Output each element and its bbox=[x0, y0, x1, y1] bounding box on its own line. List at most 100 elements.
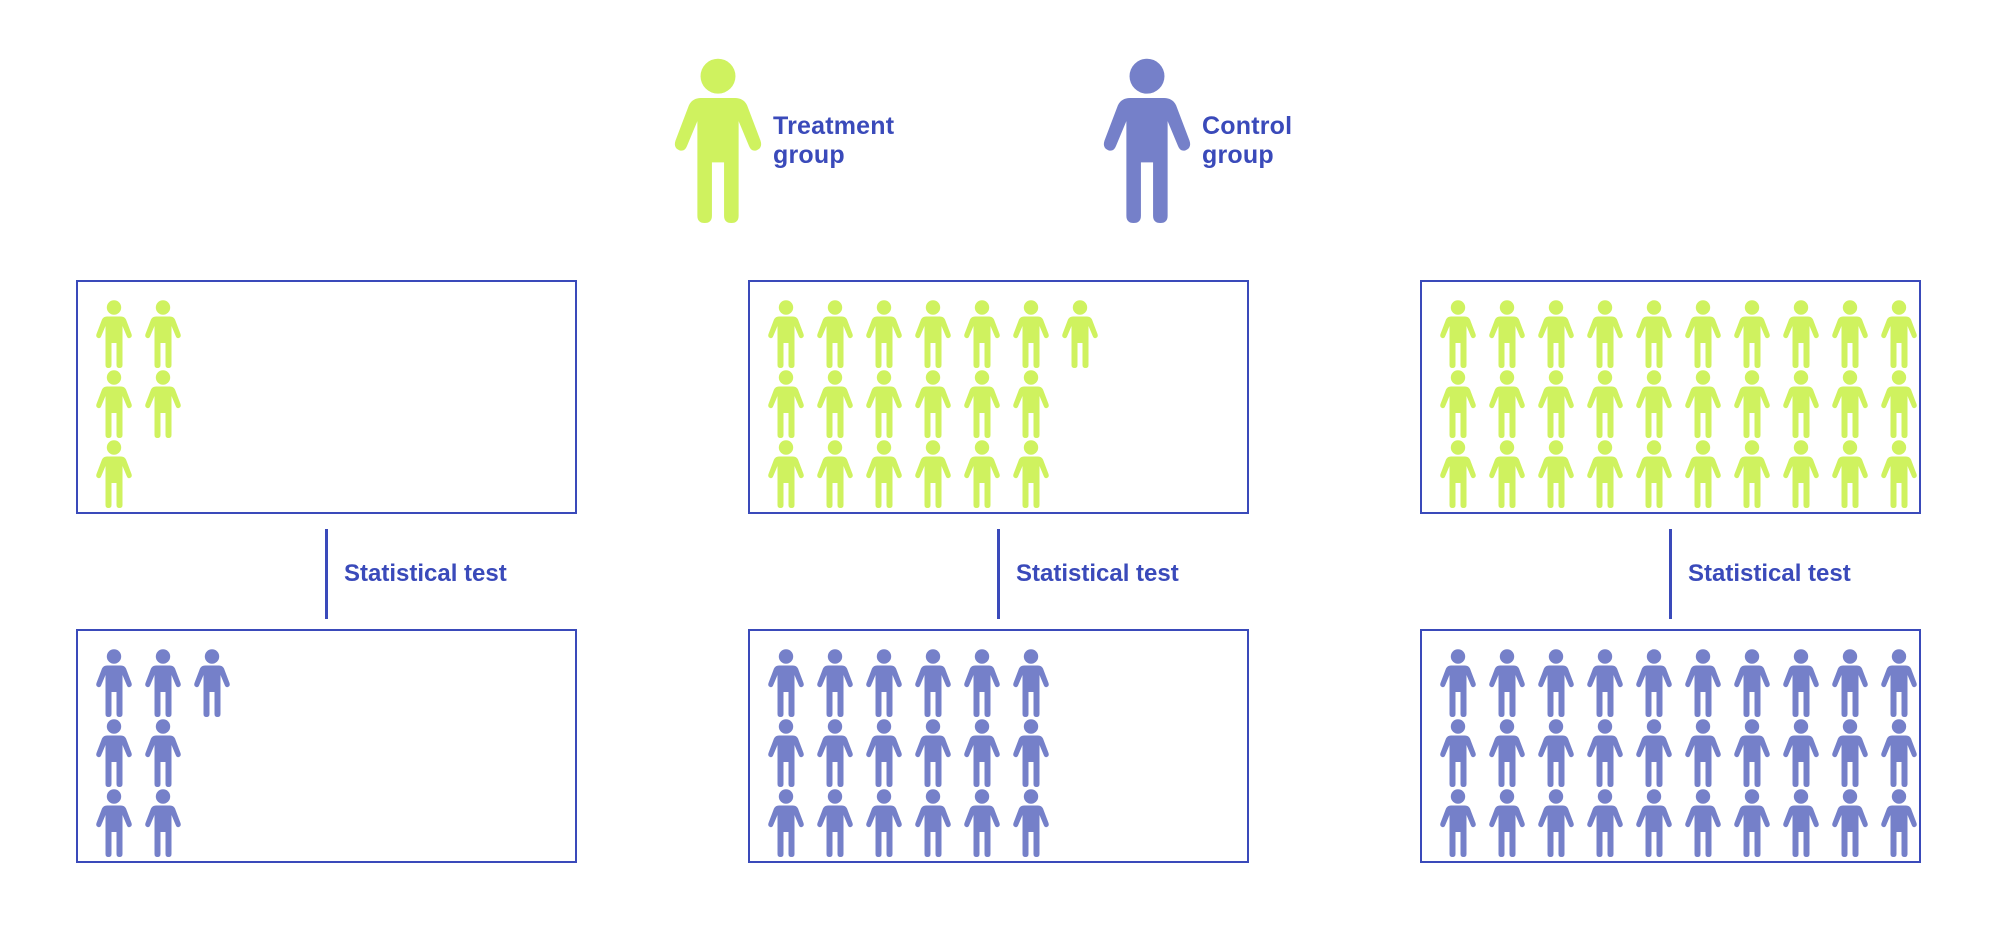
control-person-icon bbox=[1538, 649, 1574, 717]
legend-control-label: Control group bbox=[1202, 112, 1292, 170]
treatment-person-icon bbox=[1783, 300, 1819, 368]
control-person-icon bbox=[768, 789, 804, 857]
legend-control-line2: group bbox=[1202, 140, 1274, 169]
treatment-person-icon bbox=[1685, 300, 1721, 368]
control-person-icon bbox=[866, 649, 902, 717]
treatment-person-icon bbox=[915, 440, 951, 508]
control-person-icon bbox=[1538, 719, 1574, 787]
treatment-person-icon bbox=[1440, 370, 1476, 438]
control-person-icon bbox=[866, 789, 902, 857]
treatment-person-icon bbox=[1783, 440, 1819, 508]
control-person-icon bbox=[964, 719, 1000, 787]
treatment-person-icon bbox=[96, 300, 132, 368]
control-person-icon bbox=[1685, 649, 1721, 717]
treatment-person-icon bbox=[1734, 300, 1770, 368]
control-person-icon bbox=[1440, 789, 1476, 857]
control-person-icon bbox=[1734, 649, 1770, 717]
control-person-icon bbox=[1685, 789, 1721, 857]
treatment-person-icon bbox=[1734, 440, 1770, 508]
treatment-person-icon bbox=[1440, 300, 1476, 368]
control-person-icon bbox=[915, 789, 951, 857]
statistical-test-label: Statistical test bbox=[1016, 560, 1179, 587]
treatment-person-icon bbox=[1636, 300, 1672, 368]
control-person-icon bbox=[817, 719, 853, 787]
control-group-panel-3 bbox=[1420, 629, 1921, 863]
control-person-icon bbox=[768, 719, 804, 787]
treatment-person-icon bbox=[1538, 370, 1574, 438]
control-person-icon bbox=[1881, 719, 1917, 787]
treatment-person-icon bbox=[1013, 440, 1049, 508]
treatment-person-icon bbox=[1783, 370, 1819, 438]
treatment-person-icon bbox=[1013, 370, 1049, 438]
control-person-icon bbox=[1103, 58, 1191, 223]
treatment-person-icon bbox=[964, 300, 1000, 368]
treatment-person-icon bbox=[817, 370, 853, 438]
legend-control: Control group bbox=[1102, 58, 1292, 223]
treatment-group-panel-3 bbox=[1420, 280, 1921, 514]
treatment-person-icon bbox=[1013, 300, 1049, 368]
control-person-icon bbox=[1783, 789, 1819, 857]
control-person-icon bbox=[1489, 789, 1525, 857]
control-person-icon bbox=[1587, 649, 1623, 717]
treatment-person-icon bbox=[964, 370, 1000, 438]
treatment-person-icon bbox=[1587, 300, 1623, 368]
control-person-icon bbox=[1881, 649, 1917, 717]
control-person-icon bbox=[915, 649, 951, 717]
treatment-person-icon bbox=[96, 370, 132, 438]
treatment-person-icon bbox=[768, 440, 804, 508]
control-person-icon bbox=[768, 649, 804, 717]
control-person-icon bbox=[866, 719, 902, 787]
control-person-icon bbox=[1734, 789, 1770, 857]
treatment-person-icon bbox=[96, 440, 132, 508]
treatment-person-icon bbox=[1489, 370, 1525, 438]
treatment-person-icon bbox=[1832, 440, 1868, 508]
control-person-icon bbox=[1636, 649, 1672, 717]
treatment-person-icon bbox=[674, 58, 762, 223]
control-group-panel-1 bbox=[76, 629, 577, 863]
treatment-group-panel-1 bbox=[76, 280, 577, 514]
treatment-person-icon bbox=[817, 440, 853, 508]
legend-treatment-label: Treatment group bbox=[773, 112, 894, 170]
treatment-person-icon bbox=[915, 370, 951, 438]
control-person-icon bbox=[1636, 789, 1672, 857]
treatment-person-icon bbox=[1587, 440, 1623, 508]
control-person-icon bbox=[96, 789, 132, 857]
treatment-person-icon bbox=[915, 300, 951, 368]
treatment-person-icon bbox=[1636, 370, 1672, 438]
control-person-icon bbox=[145, 719, 181, 787]
legend-treatment: Treatment group bbox=[673, 58, 894, 223]
connector-line bbox=[325, 529, 328, 619]
treatment-person-icon bbox=[1881, 440, 1917, 508]
treatment-person-icon bbox=[1734, 370, 1770, 438]
control-person-icon bbox=[1013, 649, 1049, 717]
legend-control-line1: Control bbox=[1202, 111, 1293, 140]
treatment-person-icon bbox=[1636, 440, 1672, 508]
treatment-person-icon bbox=[768, 370, 804, 438]
treatment-person-icon bbox=[1538, 300, 1574, 368]
control-person-icon bbox=[1440, 719, 1476, 787]
treatment-person-icon bbox=[1832, 300, 1868, 368]
control-person-icon bbox=[1881, 789, 1917, 857]
treatment-person-icon bbox=[866, 300, 902, 368]
treatment-person-icon bbox=[866, 370, 902, 438]
control-person-icon bbox=[145, 649, 181, 717]
treatment-person-icon bbox=[145, 300, 181, 368]
control-person-icon bbox=[96, 719, 132, 787]
control-person-icon bbox=[145, 789, 181, 857]
treatment-group-panel-2 bbox=[748, 280, 1249, 514]
treatment-person-icon bbox=[1062, 300, 1098, 368]
treatment-person-icon bbox=[1538, 440, 1574, 508]
control-person-icon bbox=[964, 649, 1000, 717]
treatment-person-icon bbox=[1489, 440, 1525, 508]
treatment-person-icon bbox=[1587, 370, 1623, 438]
connector-line bbox=[1669, 529, 1672, 619]
treatment-person-icon bbox=[1489, 300, 1525, 368]
control-person-icon bbox=[1489, 719, 1525, 787]
control-person-icon bbox=[1489, 649, 1525, 717]
treatment-person-icon bbox=[1881, 370, 1917, 438]
treatment-person-icon bbox=[1832, 370, 1868, 438]
legend-treatment-line1: Treatment bbox=[773, 111, 895, 140]
control-person-icon bbox=[1636, 719, 1672, 787]
control-person-icon bbox=[194, 649, 230, 717]
